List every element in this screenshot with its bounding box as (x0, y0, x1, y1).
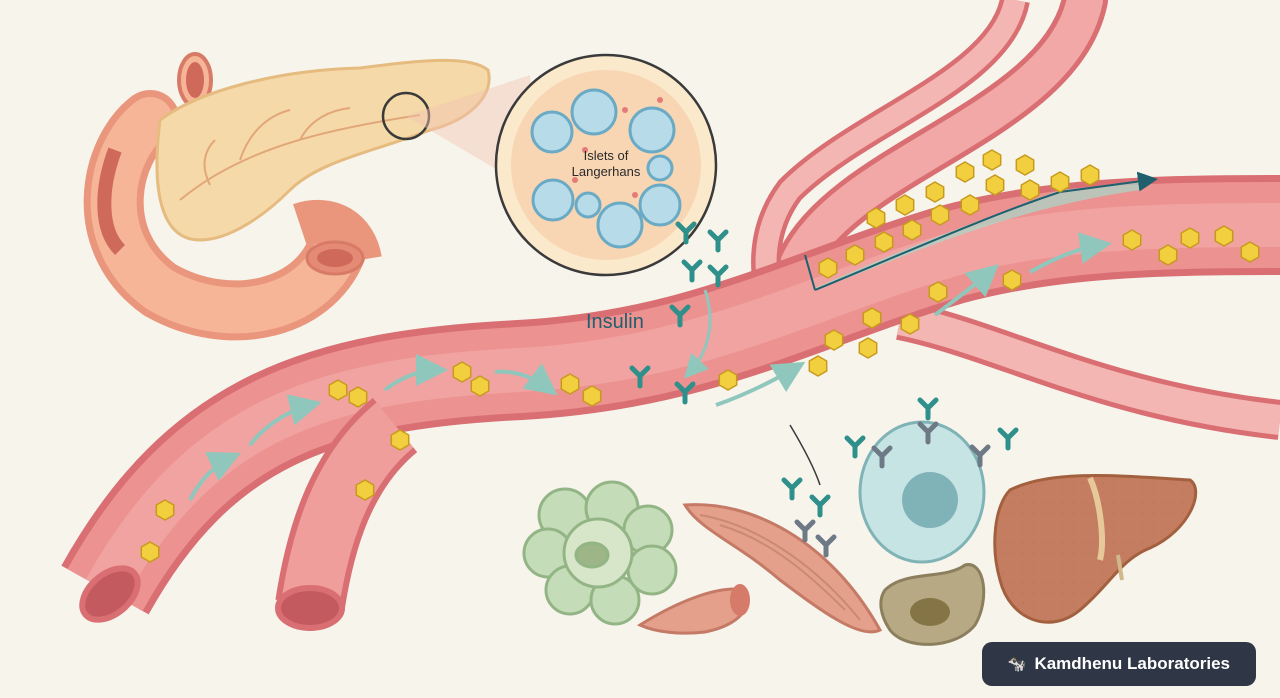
brand-badge: 🐄 Kamdhenu Laboratories (981, 642, 1256, 686)
adipose-cell-cluster (522, 480, 678, 626)
islets-label-line1: Islets of (584, 148, 629, 163)
tissue-cell (879, 563, 986, 646)
lower-branch-vessel (275, 397, 419, 631)
liver (993, 474, 1198, 624)
brand-name: Kamdhenu Laboratories (1034, 654, 1230, 673)
flow-arrows (188, 232, 1112, 501)
islets-label-line2: Langerhans (572, 164, 641, 179)
islets-magnified: Islets of Langerhans (494, 53, 718, 277)
insulin-label: Insulin (586, 311, 644, 333)
target-cell (847, 400, 1016, 564)
insulin-molecules (632, 224, 726, 402)
right-lower-vessel (896, 300, 1280, 440)
glucose-level-graph (804, 149, 1158, 291)
muscle-tissue (636, 480, 883, 635)
pancreas (83, 52, 540, 341)
cow-icon: 🐄 (1007, 656, 1027, 673)
